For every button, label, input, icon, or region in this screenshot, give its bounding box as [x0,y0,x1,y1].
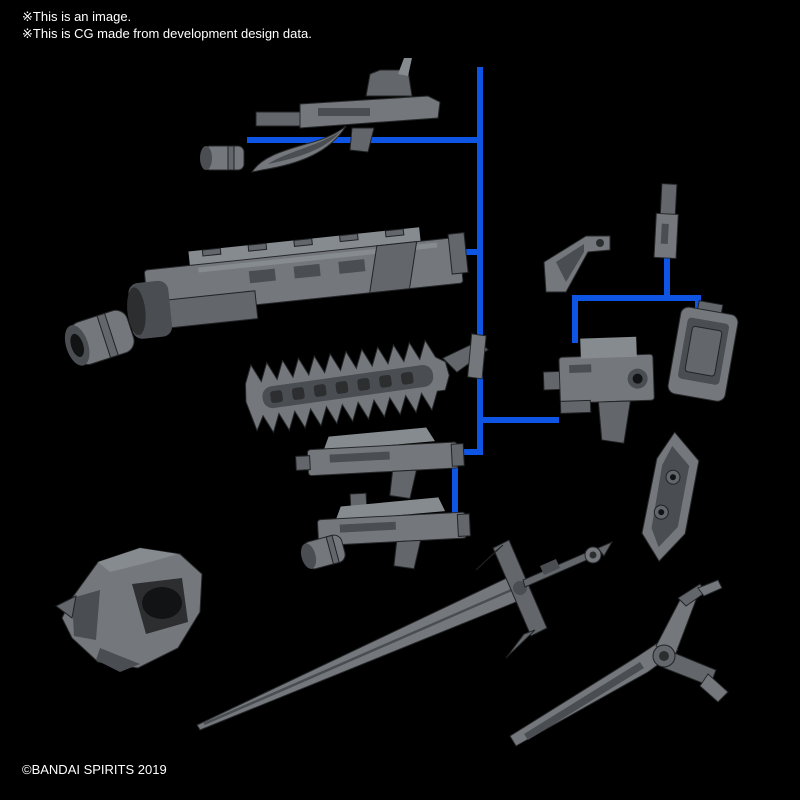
part-smg-a [295,427,465,500]
part-great-sword [196,539,614,731]
sword-pommel-hole [589,551,597,559]
chainsaw-link [335,381,349,394]
handgun-grip [597,400,631,444]
joint-bracket-shade [556,244,584,282]
rifle-facet [369,241,418,294]
part-muzzle-cap-b [64,309,135,366]
part-smg-b-muzzle [300,534,346,570]
rifle-vent [338,259,366,274]
rifle-vent [248,268,276,284]
blade-gun-top-unit [365,69,413,97]
blade-gun-grip [349,127,375,153]
part-long-rifle [127,227,469,339]
sword-guard-wing-lower [505,629,536,659]
copyright-text: ©BANDAI SPIRITS 2019 [22,762,167,777]
muzzle-cap-b-band [96,312,119,359]
part-handgun [542,336,655,444]
smg-b-rail [335,497,446,521]
blade-gun-antenna [398,58,412,76]
part-claw-scythe [509,579,729,747]
handgun-slot [569,364,592,374]
chainsaw-link [291,387,305,400]
chainsaw-link [379,374,392,388]
sword-blade-rib [203,586,517,726]
chainsaw-link [357,377,371,391]
part-joint-bracket [543,235,611,293]
sword-guard-wing-upper [475,544,504,571]
smg-a-slot [329,451,390,463]
joint-bracket-pin [596,239,604,247]
claw-blade-shade [524,662,644,740]
rifle-rail-notch [247,242,268,252]
blade-gun-blade-shade [268,132,340,164]
muzzle-cap-a-band [227,145,235,171]
rifle-rail-notch [293,237,313,247]
sword-guard-boss [513,581,527,595]
handgun-top-block [580,336,637,359]
small-shield-peg-hole [669,474,676,481]
head-cheek-facet [72,590,100,640]
chainsaw-link [270,390,283,404]
rifle-barrel-face [127,287,146,336]
blade-gun-slot [318,108,370,116]
smg-b-muzzle-face [300,543,317,569]
smg-a-muzzle [295,455,311,471]
notice-line-2: ※This is CG made from development design… [22,26,312,41]
smg-b-muzzle-band [325,534,340,565]
part-muzzle-cap-a [200,145,245,171]
part-thin-connector [653,183,679,259]
smg-b-cap [456,513,471,537]
part-blade-gun [250,58,441,173]
thin-connector-slot [660,223,669,245]
chainsaw-link [400,371,414,385]
notice-line-1: ※This is an image. [22,9,132,24]
smg-a-cap [450,443,465,467]
claw-fork-tip [697,579,723,597]
small-shield-inset [651,445,690,548]
part-small-shield [641,431,700,563]
disclaimer-notices: ※This is an image. ※This is CG made from… [22,8,312,42]
head-side-spike [55,595,77,619]
rifle-stock-cap [447,232,469,275]
handgun-underbarrel [559,399,592,414]
smg-a-grip [389,469,418,500]
rifle-rail-notch [384,228,405,238]
rifle-rail-notch [339,233,359,243]
blade-gun-barrel [255,111,305,127]
thin-connector-top [659,183,678,219]
joint-bracket-body [543,235,611,293]
head-chin [96,648,140,672]
handgun-joint-hole [632,373,643,384]
part-chainsaw-blade [244,333,489,434]
rifle-top-rail [188,227,421,266]
rifle-vent [293,263,321,279]
muzzle-cap-a-face [200,146,212,170]
part-shield-plate [667,300,739,402]
shield-plate-panel [684,325,723,377]
claw-foot [699,673,729,703]
muzzle-cap-b-bore [70,333,84,357]
sword-grip-block [540,559,560,575]
small-shield-peg-hole [658,509,665,516]
sword-pommel-spike [597,540,614,557]
head-crest [98,548,178,572]
blade-gun-curved-blade [250,125,347,173]
smg-b-slot [339,521,396,533]
smg-b-grip [393,539,422,570]
head-visor-opening [142,587,182,619]
chainsaw-link [313,384,327,397]
part-mecha-head [55,547,203,672]
chainsaw-handle-grip [467,333,487,380]
head-shell [61,547,203,669]
part-smg-b [317,492,471,570]
smg-a-rail [323,427,435,451]
claw-joint-hole [659,651,669,661]
rifle-rail-notch [201,247,222,257]
